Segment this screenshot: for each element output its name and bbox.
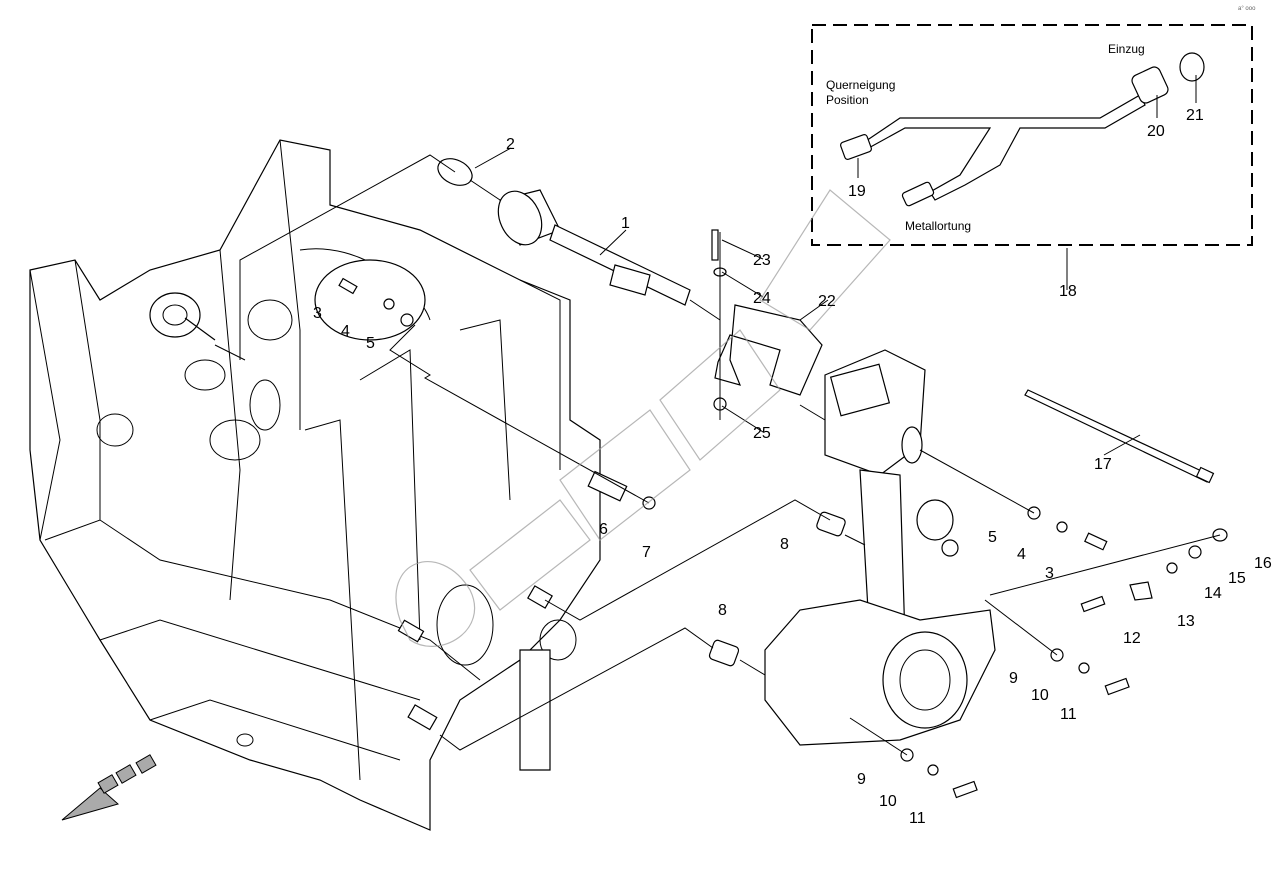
- callout-21[interactable]: 21: [1186, 107, 1204, 124]
- watermark: [395, 189, 891, 647]
- callout-8[interactable]: 8: [718, 602, 727, 619]
- label-position: Position: [826, 93, 869, 107]
- callout-1[interactable]: 1: [621, 215, 630, 232]
- callout-15[interactable]: 15: [1228, 570, 1246, 587]
- callout-10[interactable]: 10: [1031, 687, 1049, 704]
- callout-10[interactable]: 10: [879, 793, 897, 810]
- callout-16[interactable]: 16: [1254, 555, 1272, 572]
- callout-3[interactable]: 3: [313, 305, 322, 322]
- callout-2[interactable]: 2: [506, 136, 515, 153]
- wiring-harness-inset: [811, 24, 1253, 246]
- callout-24[interactable]: 24: [753, 290, 771, 307]
- callout-9[interactable]: 9: [857, 771, 866, 788]
- callout-6[interactable]: 6: [599, 521, 608, 538]
- callout-19[interactable]: 19: [848, 183, 866, 200]
- callout-18[interactable]: 18: [1059, 283, 1077, 300]
- label-querneigung: Querneigung: [826, 78, 895, 92]
- drive-shaft: [437, 158, 691, 306]
- callout-11[interactable]: 11: [909, 810, 926, 827]
- callout-12[interactable]: 12: [1123, 630, 1141, 647]
- callout-13[interactable]: 13: [1177, 613, 1195, 630]
- callout-8[interactable]: 8: [780, 536, 789, 553]
- callout-14[interactable]: 14: [1204, 585, 1222, 602]
- gearbox-assembly: [764, 349, 996, 746]
- machine-frame: [29, 139, 628, 831]
- callout-numbers: 1 2 3 4 5 6 7 8 8 9 10 11 9 10 11 12 13 …: [313, 107, 1272, 827]
- callout-25[interactable]: 25: [753, 425, 771, 442]
- label-einzug: Einzug: [1108, 42, 1145, 56]
- callout-17[interactable]: 17: [1094, 456, 1112, 473]
- callout-5[interactable]: 5: [988, 529, 997, 546]
- callout-4[interactable]: 4: [341, 323, 350, 340]
- small-parts: [338, 277, 1228, 799]
- callout-20[interactable]: 20: [1147, 123, 1165, 140]
- callout-23[interactable]: 23: [753, 252, 771, 269]
- callout-7[interactable]: 7: [642, 544, 651, 561]
- label-metallortung: Metallortung: [905, 219, 971, 233]
- leader-lines: [214, 147, 1221, 756]
- callout-22[interactable]: 22: [818, 293, 836, 310]
- corner-mark: a° ooo: [1238, 6, 1256, 12]
- callout-5[interactable]: 5: [366, 335, 375, 352]
- travel-direction-arrow-icon: [61, 754, 157, 821]
- callout-11[interactable]: 11: [1060, 706, 1077, 723]
- callout-3[interactable]: 3: [1045, 565, 1054, 582]
- callout-9[interactable]: 9: [1009, 670, 1018, 687]
- callout-4[interactable]: 4: [1017, 546, 1026, 563]
